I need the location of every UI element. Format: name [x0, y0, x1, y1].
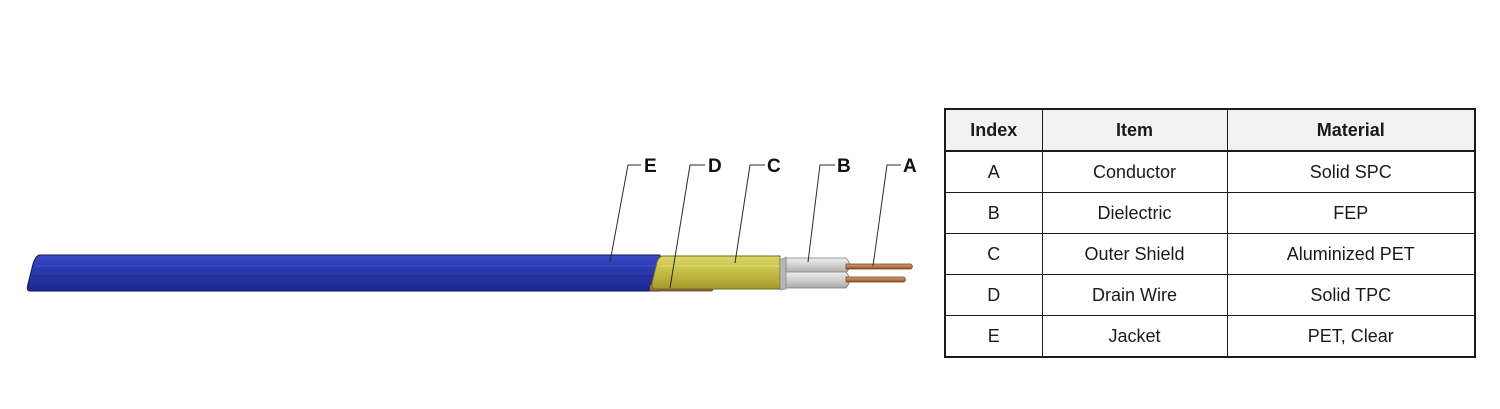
callout-label-d: D	[708, 156, 722, 177]
cell-item: Conductor	[1041, 150, 1228, 193]
table-row: B Dielectric FEP	[944, 192, 1476, 234]
material-table: Index Item Material A Conductor Solid SP…	[944, 108, 1476, 358]
cell-index: B	[944, 192, 1043, 234]
table-row: A Conductor Solid SPC	[944, 150, 1476, 193]
table-row: D Drain Wire Solid TPC	[944, 274, 1476, 316]
cell-item: Drain Wire	[1041, 274, 1228, 316]
leader-line-b	[807, 164, 835, 263]
cell-material: PET, Clear	[1226, 315, 1476, 358]
leader-line-a	[872, 164, 901, 267]
cell-item: Outer Shield	[1041, 233, 1228, 275]
callout-label-a: A	[903, 156, 917, 177]
cell-material: Aluminized PET	[1226, 233, 1476, 275]
table-header-row: Index Item Material	[944, 108, 1476, 152]
table-row: C Outer Shield Aluminized PET	[944, 233, 1476, 275]
cell-index: E	[944, 315, 1043, 358]
conductors	[845, 263, 913, 283]
dielectric	[779, 256, 850, 291]
cell-index: D	[944, 274, 1043, 316]
leader-line-e	[609, 164, 641, 263]
jacket	[26, 254, 661, 292]
callout-label-b: B	[837, 156, 851, 177]
leader-lines	[609, 164, 901, 289]
header-index: Index	[944, 108, 1043, 152]
header-item: Item	[1041, 108, 1228, 152]
header-material: Material	[1226, 108, 1476, 152]
leader-line-d	[669, 164, 705, 289]
leader-line-c	[734, 164, 765, 264]
cell-item: Jacket	[1041, 315, 1228, 358]
outer-shield	[651, 255, 781, 290]
callout-label-c: C	[767, 156, 781, 177]
cell-material: Solid SPC	[1226, 150, 1476, 193]
cell-item: Dielectric	[1041, 192, 1228, 234]
cell-index: A	[944, 150, 1043, 193]
cell-material: Solid TPC	[1226, 274, 1476, 316]
cable-diagram: E D C B A	[26, 156, 917, 292]
callout-label-e: E	[644, 156, 657, 177]
cell-material: FEP	[1226, 192, 1476, 234]
cell-index: C	[944, 233, 1043, 275]
table-row: E Jacket PET, Clear	[944, 315, 1476, 358]
